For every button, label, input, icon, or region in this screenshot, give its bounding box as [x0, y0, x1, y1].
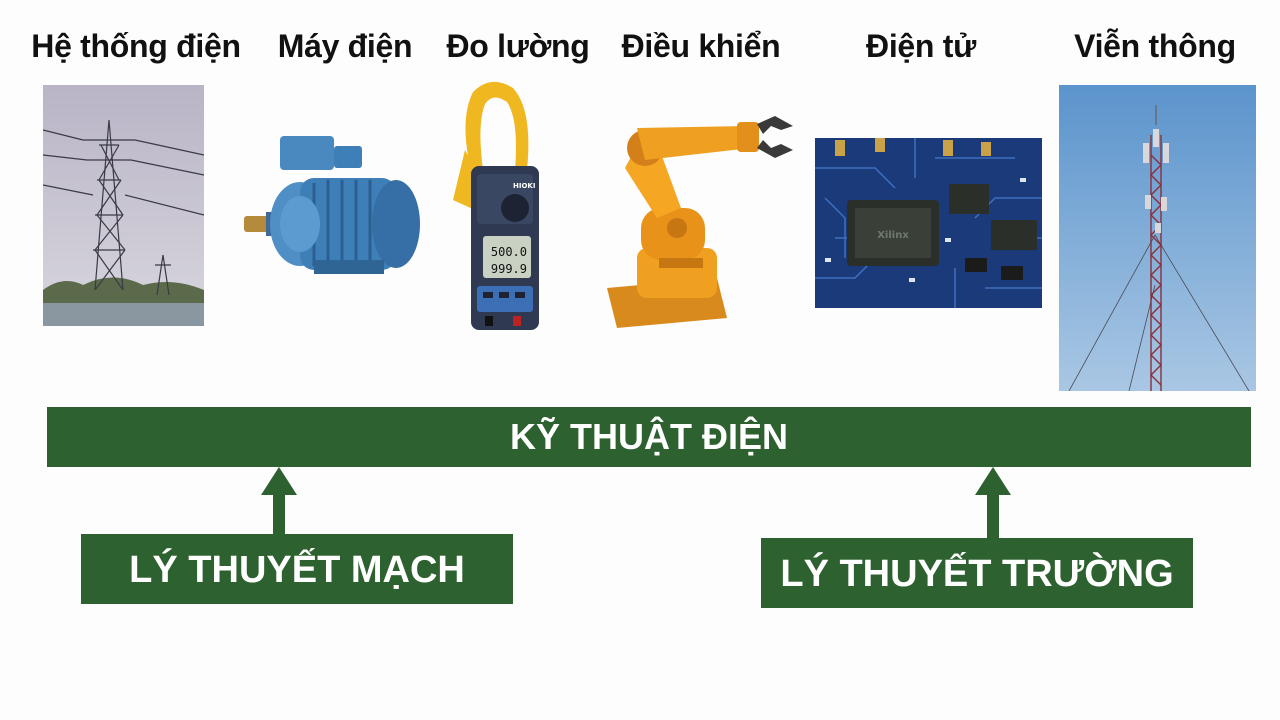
transmission-tower-icon	[43, 85, 204, 326]
robot-arm-icon	[597, 108, 797, 330]
category-title-control: Điều khiển	[621, 28, 781, 64]
telecom-tower-icon	[1059, 85, 1256, 391]
meter-brand: HIOKI	[513, 182, 535, 190]
meter-reading-top: 500.0	[491, 245, 527, 259]
box-field-theory: LÝ THUYẾT TRƯỜNG	[761, 538, 1193, 608]
arrow-up-field-theory	[975, 467, 1011, 539]
box-circuit-theory: LÝ THUYẾT MẠCH	[81, 534, 513, 604]
clamp-meter-icon: 500.0 999.9 HIOKI	[451, 80, 543, 332]
electric-motor-icon	[244, 128, 422, 278]
chip-label: Xilinx	[877, 230, 909, 241]
category-title-electronics: Điện tử	[866, 28, 976, 64]
category-title-measurement: Đo lường	[446, 28, 590, 64]
arrow-up-circuit-theory	[261, 467, 297, 535]
meter-reading-bottom: 999.9	[491, 262, 527, 276]
circuit-board-icon: Xilinx	[815, 138, 1042, 308]
category-title-telecom: Viễn thông	[1074, 28, 1236, 64]
category-title-power-systems: Hệ thống điện	[31, 28, 241, 64]
main-banner-electrical-engineering: KỸ THUẬT ĐIỆN	[47, 407, 1251, 467]
category-title-electric-machines: Máy điện	[277, 28, 413, 64]
